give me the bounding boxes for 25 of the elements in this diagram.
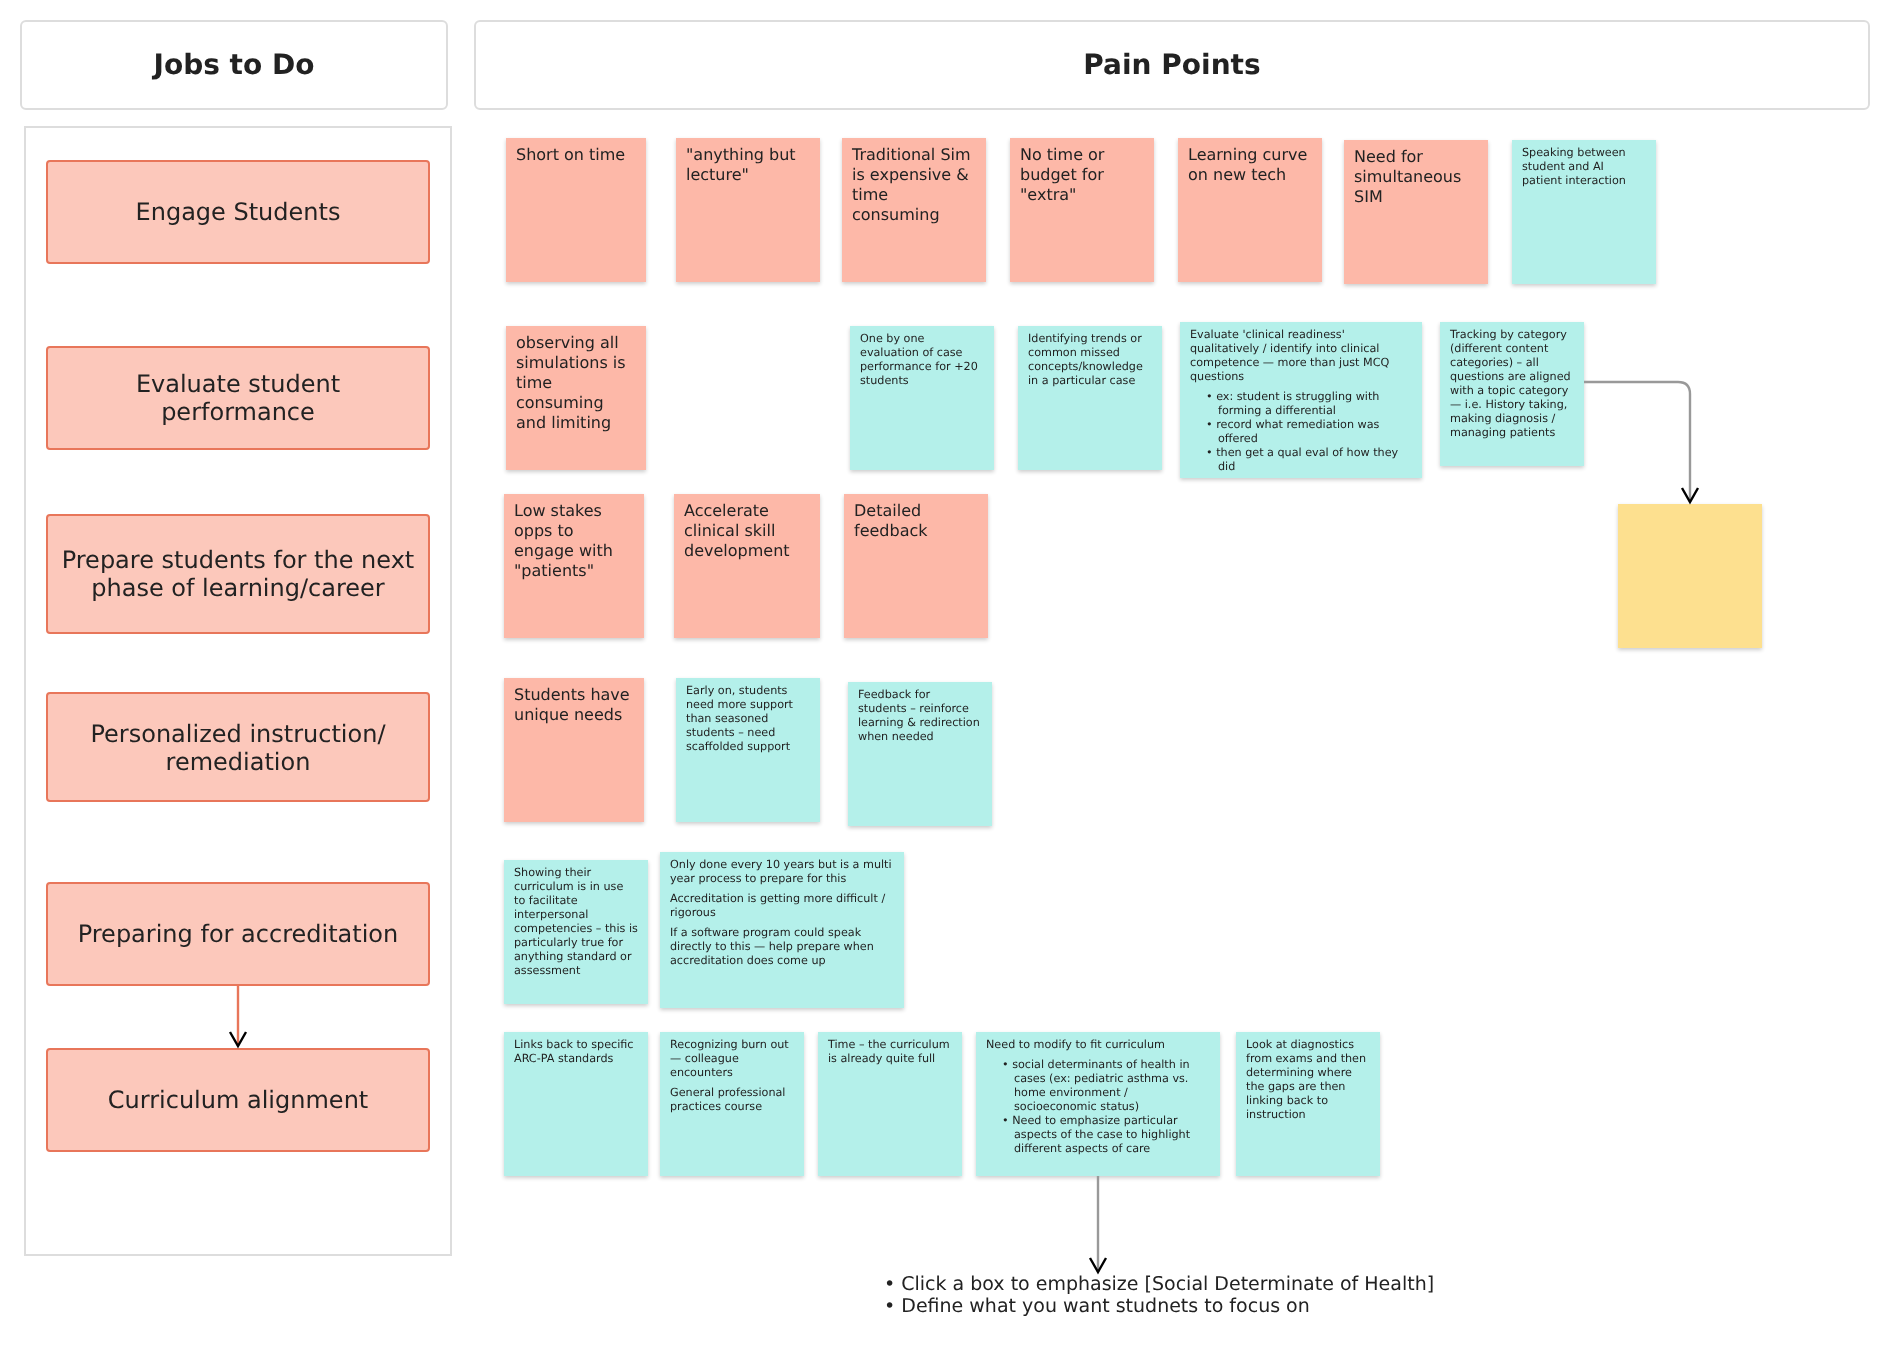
sticky-note: Low stakes opps to engage with "patients" [504,494,644,638]
sticky-note: Learning curve on new tech [1178,138,1322,282]
sticky-note: "anything but lecture" [676,138,820,282]
sticky-note: Short on time [506,138,646,282]
sticky-note: No time or budget for "extra" [1010,138,1154,282]
sticky-note: observing all simulations is time consuming and limiting [506,326,646,470]
job-box: Evaluate student performance [46,346,430,450]
job-box: Preparing for accreditation [46,882,430,986]
panel-background [24,126,452,1256]
sticky-note: Need for simultaneous SIM [1344,140,1488,284]
sticky-note: Students have unique needs [504,678,644,822]
arrow [228,986,248,1048]
job-box: Personalized instruction/ remediation [46,692,430,802]
sticky-note [1618,504,1762,648]
arrow [1584,380,1700,504]
job-box: Engage Students [46,160,430,264]
column-header: Pain Points [474,20,1870,110]
sticky-note: Accelerate clinical skill development [674,494,820,638]
job-box: Prepare students for the next phase of learning/career [46,514,430,634]
column-header: Jobs to Do [20,20,448,110]
bullet-note: • Click a box to emphasize [Social Determinate of Health] • Define what you want studnets to focus on [856,1274,1436,1342]
sticky-note: Traditional Sim is expensive & time consuming [842,138,986,282]
job-box: Curriculum alignment [46,1048,430,1152]
sticky-note: Detailed feedback [844,494,988,638]
arrow [1088,1176,1108,1274]
